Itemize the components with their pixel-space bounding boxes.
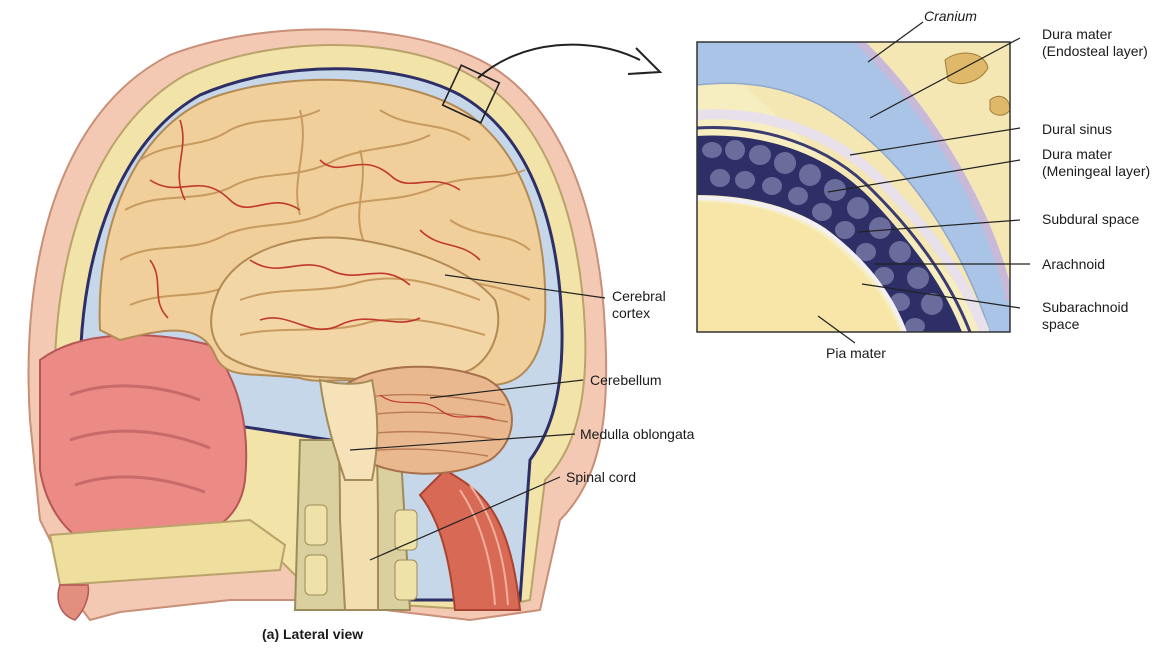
label-dura-endosteal: Dura mater (Endosteal layer)	[1042, 26, 1148, 60]
label-spinal-cord: Spinal cord	[566, 469, 636, 486]
label-cranium: Cranium	[924, 8, 977, 25]
label-cerebral-cortex: Cerebral cortex	[612, 288, 666, 322]
label-medulla-oblongata: Medulla oblongata	[580, 426, 694, 443]
label-subarachnoid-line1: Subarachnoid	[1042, 299, 1128, 316]
label-dural-sinus: Dural sinus	[1042, 121, 1112, 138]
label-pia-mater: Pia mater	[826, 345, 886, 362]
label-dura-meningeal-line1: Dura mater	[1042, 146, 1150, 163]
label-subarachnoid-space: Subarachnoid space	[1042, 299, 1128, 333]
label-dura-endosteal-line2: (Endosteal layer)	[1042, 43, 1148, 60]
label-dura-endosteal-line1: Dura mater	[1042, 26, 1148, 43]
label-subdural-space: Subdural space	[1042, 211, 1139, 228]
label-cerebral-cortex-line1: Cerebral	[612, 288, 666, 305]
label-arachnoid: Arachnoid	[1042, 256, 1105, 273]
label-cerebral-cortex-line2: cortex	[612, 305, 666, 322]
label-subarachnoid-line2: space	[1042, 316, 1128, 333]
head-section	[29, 29, 607, 620]
label-cerebellum: Cerebellum	[590, 372, 662, 389]
lip	[58, 585, 88, 620]
figure-caption: (a) Lateral view	[262, 626, 363, 642]
label-dura-meningeal: Dura mater (Meningeal layer)	[1042, 146, 1150, 180]
label-dura-meningeal-line2: (Meningeal layer)	[1042, 163, 1150, 180]
